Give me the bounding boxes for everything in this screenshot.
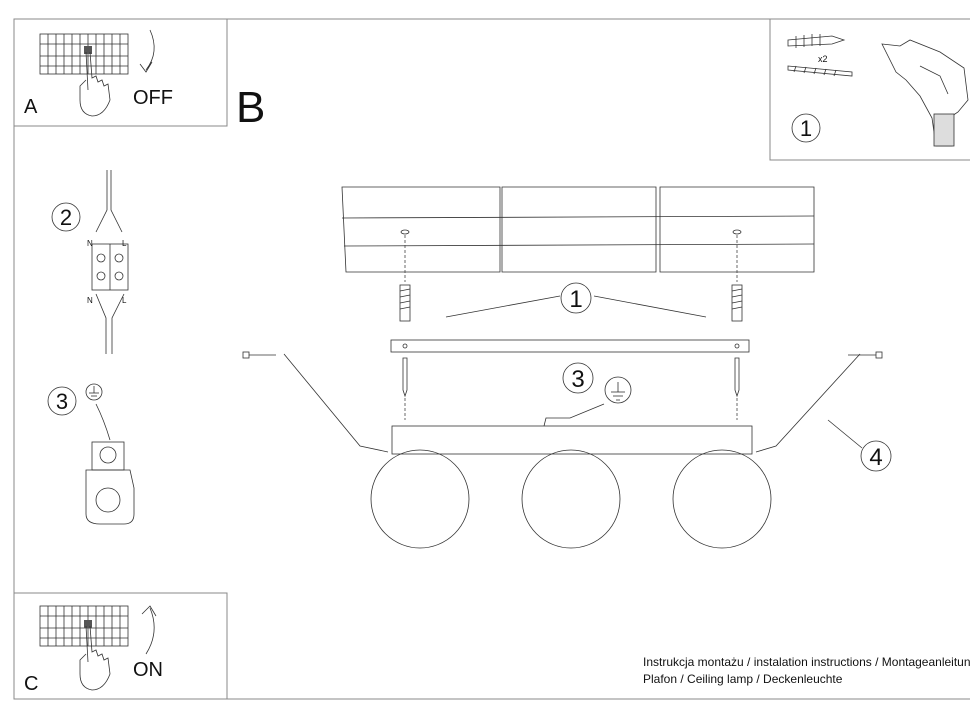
- breaker-box-icon: [39, 33, 129, 75]
- panel-c-box: [13, 592, 228, 700]
- mounting-bracket: [390, 339, 750, 353]
- step-2-circle: [51, 202, 81, 232]
- globe-center: [521, 449, 621, 549]
- footer-product: Plafon / Ceiling lamp / Deckenleuchte: [643, 672, 843, 686]
- side-screw-right: [848, 351, 883, 359]
- wire-l-top: L: [122, 239, 127, 248]
- hand-pointer-icon: [79, 51, 111, 117]
- panel-c: C ON: [13, 592, 228, 700]
- ground-symbol-icon: [604, 376, 632, 404]
- panel-a: A OFF: [13, 18, 228, 127]
- callout-4-circle: [860, 440, 892, 472]
- arrow-down-icon: [139, 29, 155, 73]
- off-label: OFF: [133, 87, 173, 109]
- side-screw-left: [242, 351, 276, 359]
- breaker-box-icon-c: [39, 605, 129, 647]
- footer-instructions: Instrukcja montażu / instalation instruc…: [643, 655, 970, 669]
- wiring-step-number: 2: [60, 205, 72, 230]
- wire-l-bottom: L: [122, 296, 127, 305]
- screw-left: [402, 357, 408, 398]
- ground-icon: [85, 383, 103, 401]
- screw-icon: [787, 65, 853, 77]
- step-1-circle: [791, 113, 821, 143]
- callout-3-circle: [562, 362, 594, 394]
- wiring-detail: 2 N L N L: [51, 170, 129, 354]
- step-3-circle: [47, 386, 77, 416]
- panel-a-letter: A: [24, 96, 38, 118]
- callout-4-number: 4: [869, 444, 882, 471]
- wall-plug-icon: [787, 34, 846, 48]
- callout-3-number: 3: [571, 366, 584, 393]
- panel-b-letter: B: [236, 83, 265, 132]
- wire-n-top: N: [87, 239, 93, 248]
- tools-panel-box: [769, 18, 970, 161]
- on-label: ON: [133, 659, 163, 681]
- ceiling-drawing: 1 3: [242, 186, 892, 549]
- drill-icon: [881, 39, 969, 147]
- tools-step-number: 1: [800, 116, 812, 141]
- screw-right: [734, 357, 740, 398]
- hand-pointer-icon-c: [79, 625, 111, 691]
- ground-step-number: 3: [56, 389, 68, 414]
- panel-c-letter: C: [24, 673, 38, 695]
- arrow-up-icon: [141, 605, 157, 655]
- anchor-count: x2: [818, 54, 828, 64]
- outer-frame: [13, 18, 970, 700]
- wall-plug-right: [731, 284, 743, 322]
- wall-plug-left: [399, 284, 411, 322]
- callout-1-circle: [560, 282, 592, 314]
- ground-detail: 3: [47, 383, 135, 525]
- globe-left: [370, 449, 470, 549]
- panel-a-box: [13, 18, 228, 127]
- wire-n-bottom: N: [87, 296, 93, 305]
- tools-panel: x2 1: [769, 18, 970, 161]
- lamp-base: [391, 425, 753, 455]
- globe-right: [672, 449, 772, 549]
- callout-1-number: 1: [569, 286, 582, 313]
- ceiling: [341, 186, 815, 273]
